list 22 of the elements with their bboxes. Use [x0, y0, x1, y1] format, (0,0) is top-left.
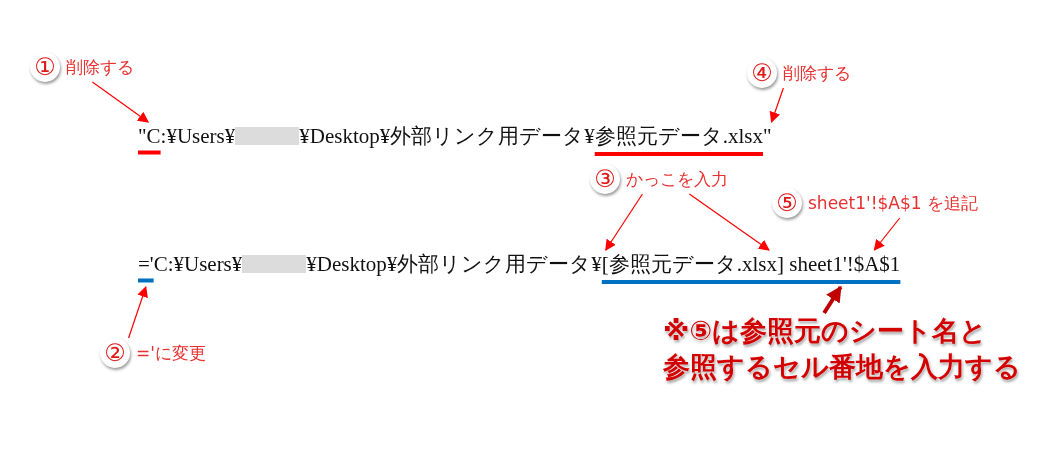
number-badge: ②: [100, 338, 130, 368]
instruction-text: かっこを入力: [626, 167, 728, 191]
file-path-text: ¥Desktop¥外部リンク用データ¥[参照元データ.xlsx] sheet1'!$A$1: [306, 251, 901, 278]
file-path-text: ='C:¥Users¥: [138, 251, 243, 277]
arrow: [605, 193, 644, 251]
note-text: ※⑤は参照元のシート名と参照するセル番地を入力する: [663, 313, 1021, 385]
arrow: [822, 285, 843, 315]
instruction-text: 削除する: [783, 61, 851, 85]
number-badge: ⑤: [772, 188, 802, 218]
file-path-text: "C:¥Users¥: [138, 123, 236, 149]
number-badge: ③: [590, 164, 620, 194]
instruction-text: sheet1'!$A$1 を追記: [808, 191, 978, 215]
arrow: [91, 81, 150, 123]
arrow: [688, 193, 770, 251]
arrow: [873, 217, 901, 251]
number-badge: ④: [747, 58, 777, 88]
number-badge: ①: [30, 52, 60, 82]
file-path-text: ¥Desktop¥外部リンク用データ¥参照元データ.xlsx": [299, 123, 772, 150]
arrow: [128, 285, 148, 339]
arrow: [769, 87, 784, 124]
instruction-text: 削除する: [66, 55, 134, 79]
instruction-text: ='に変更: [136, 341, 206, 365]
